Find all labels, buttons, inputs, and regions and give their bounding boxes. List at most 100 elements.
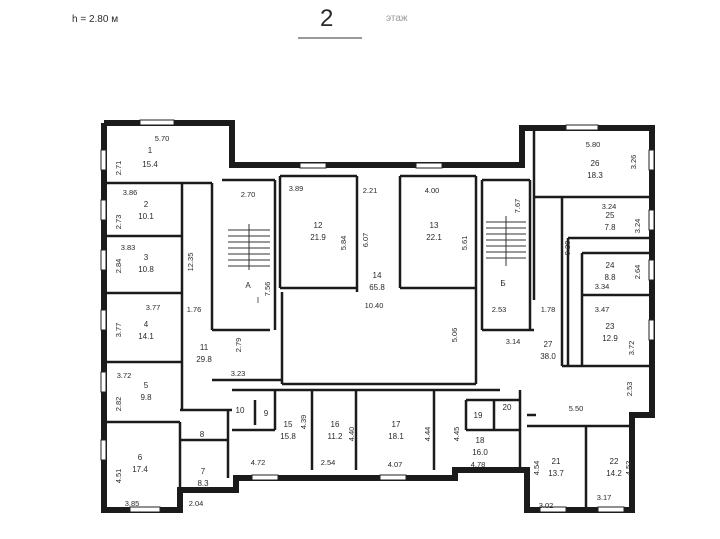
- dimension-label: 5.50: [569, 404, 584, 413]
- room-area: 12.9: [602, 334, 618, 343]
- room-area: 38.0: [540, 352, 556, 361]
- windows: [100, 119, 655, 513]
- room-area: 29.8: [196, 355, 212, 364]
- dimension-label: 3.02: [539, 501, 554, 510]
- room-area: 15.8: [280, 432, 296, 441]
- room-number: 3: [144, 253, 149, 262]
- dimension-label: 4.44: [423, 427, 432, 442]
- dimension-label: 4.54: [532, 461, 541, 476]
- room-number: 10: [236, 406, 245, 415]
- room-area: 21.9: [310, 233, 326, 242]
- room-number: 17: [392, 420, 401, 429]
- dimension-label: 4.07: [388, 460, 403, 469]
- dimension-label: 3.77: [146, 303, 161, 312]
- dimension-label: 2.84: [114, 259, 123, 274]
- room-number: 27: [544, 340, 553, 349]
- dimension-label: 2.73: [114, 215, 123, 230]
- room-number: 25: [606, 211, 615, 220]
- room-number: 14: [373, 271, 382, 280]
- room-area: 11.2: [328, 432, 344, 441]
- stair-a-label: А: [245, 281, 251, 290]
- dimension-label: 1.78: [541, 305, 556, 314]
- dimension-label: 1.76: [187, 305, 202, 314]
- room-area: 14.1: [138, 332, 154, 341]
- stair-b-treads: [486, 216, 526, 266]
- dimension-label: 3.72: [117, 371, 132, 380]
- room-area: 10.1: [138, 212, 154, 221]
- room-area: 18.1: [388, 432, 404, 441]
- dimension-label: 2.82: [114, 397, 123, 412]
- dimension-label: 5.80: [586, 140, 601, 149]
- ceiling-height-label: h = 2.80 м: [72, 14, 118, 25]
- dimension-label: 3.23: [231, 369, 246, 378]
- dimension-label: 5.70: [155, 134, 170, 143]
- room-number: 26: [591, 159, 600, 168]
- room-area: 16.0: [472, 448, 488, 457]
- dimension-label: 3.89: [289, 184, 304, 193]
- dimension-label: 5.06: [450, 328, 459, 343]
- dimension-label: 2.54: [321, 458, 336, 467]
- room-number: 20: [503, 403, 512, 412]
- room-area: 17.4: [132, 465, 148, 474]
- room-number: 12: [314, 221, 323, 230]
- dimension-label: 4.40: [347, 427, 356, 442]
- room-number: 16: [331, 420, 340, 429]
- room-area: 9.8: [140, 393, 152, 402]
- dimension-label: 3.86: [123, 188, 138, 197]
- room-area: 8.3: [197, 479, 209, 488]
- room-number: 24: [606, 261, 615, 270]
- dimension-label: 5.61: [460, 236, 469, 251]
- room-area: 22.1: [426, 233, 442, 242]
- dimension-label: 4.78: [471, 460, 486, 469]
- room-area: 13.7: [548, 469, 564, 478]
- room-number: 11: [200, 343, 209, 352]
- room-number: 6: [138, 453, 143, 462]
- stair-b-label: Б: [500, 279, 505, 288]
- dimension-label: 2.21: [363, 186, 378, 195]
- dimension-label: 12.35: [186, 253, 195, 272]
- room-number: 1: [148, 146, 153, 155]
- room-area: 65.8: [369, 283, 385, 292]
- room-area: 18.3: [587, 171, 603, 180]
- room-area: 7.8: [604, 223, 616, 232]
- dimension-label: 3.24: [602, 202, 617, 211]
- dimension-label: 10.40: [365, 301, 384, 310]
- floor-suffix: этаж: [386, 13, 408, 24]
- dimension-label: 3.85: [125, 499, 140, 508]
- room-area: 15.4: [142, 160, 158, 169]
- dimension-label: 2.53: [625, 382, 634, 397]
- dimension-label: 4.45: [452, 427, 461, 442]
- dimension-label: 2.64: [633, 265, 642, 280]
- room-number: 15: [284, 420, 293, 429]
- room-number: 19: [474, 411, 483, 420]
- dimension-label: 2.79: [234, 338, 243, 353]
- room-number: 21: [552, 457, 561, 466]
- room-number: 7: [201, 467, 206, 476]
- dimension-label: 2.70: [241, 190, 256, 199]
- dimension-label: 3.47: [595, 305, 610, 314]
- room-number: 13: [430, 221, 439, 230]
- dimension-label: 7.56: [263, 282, 272, 297]
- dimension-label: 3.83: [121, 243, 136, 252]
- room-number: 5: [144, 381, 149, 390]
- dimension-label: 5.84: [339, 236, 348, 251]
- dimension-label: 3.24: [633, 219, 642, 234]
- dimension-labels: 5.70 2.71 3.86 2.73 3.83 2.84 3.77 3.77 …: [114, 134, 642, 510]
- dimension-label: 2.71: [114, 161, 123, 176]
- room-number: 9: [264, 409, 269, 418]
- dimension-label: 4.51: [114, 469, 123, 484]
- dimension-label: 3.14: [506, 337, 521, 346]
- dimension-label: 2.04: [189, 499, 204, 508]
- outer-walls: [101, 120, 655, 513]
- room-number: 18: [476, 436, 485, 445]
- room-number: 4: [144, 320, 149, 329]
- dimension-label: 3.34: [595, 282, 610, 291]
- room-area: 10.8: [138, 265, 154, 274]
- stair-labels: А Б I: [245, 279, 505, 305]
- room-number: 22: [610, 457, 619, 466]
- room-number: 23: [606, 322, 615, 331]
- dimension-label: 7.67: [513, 199, 522, 214]
- dimension-label: 2.53: [492, 305, 507, 314]
- room-number: 8: [200, 430, 205, 439]
